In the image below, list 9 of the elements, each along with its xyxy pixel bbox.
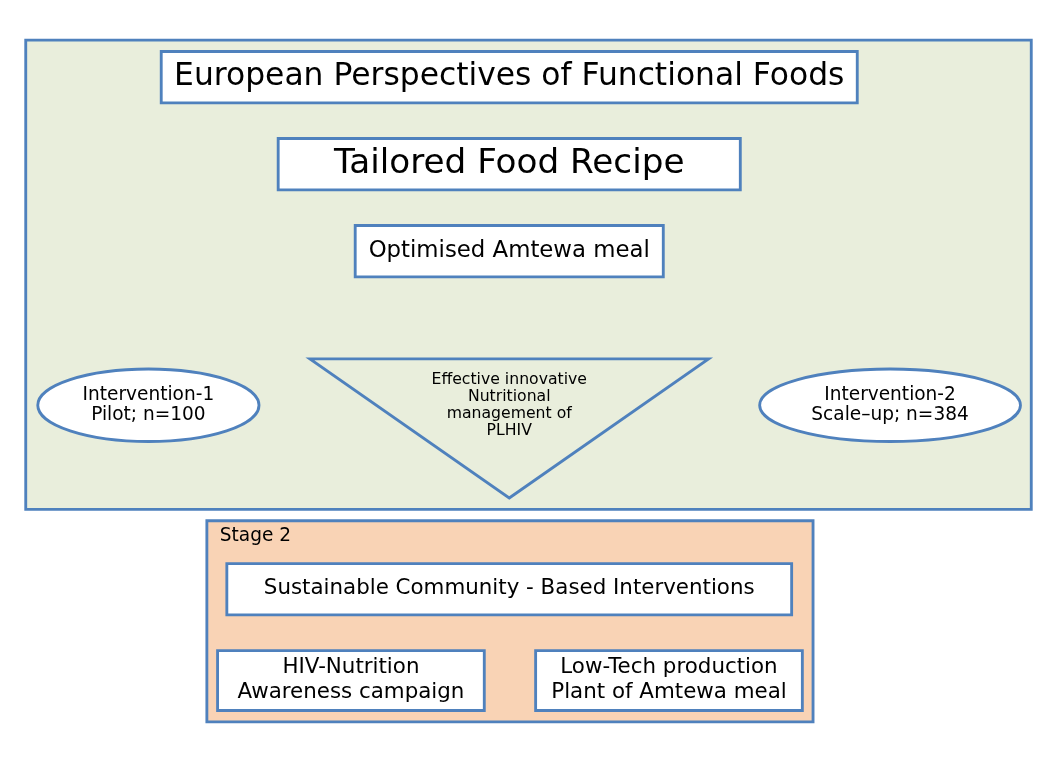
node-box: Sustainable Community - Based Interventions	[225, 562, 794, 617]
node-box: Tailored Food Recipe	[276, 137, 742, 192]
node-box: European Perspectives of Functional Foods	[159, 50, 859, 105]
cluster	[24, 38, 1033, 511]
node-box: HIV-Nutrition Awareness campaign	[216, 649, 486, 712]
node-ellipse: Intervention-2 Scale–up; n=384	[758, 367, 1022, 443]
node-ellipse: Intervention-1 Pilot; n=100	[36, 367, 261, 443]
node-box: Low-Tech production Plant of Amtewa meal	[534, 649, 804, 712]
node-box: Optimised Amtewa meal	[353, 224, 665, 279]
